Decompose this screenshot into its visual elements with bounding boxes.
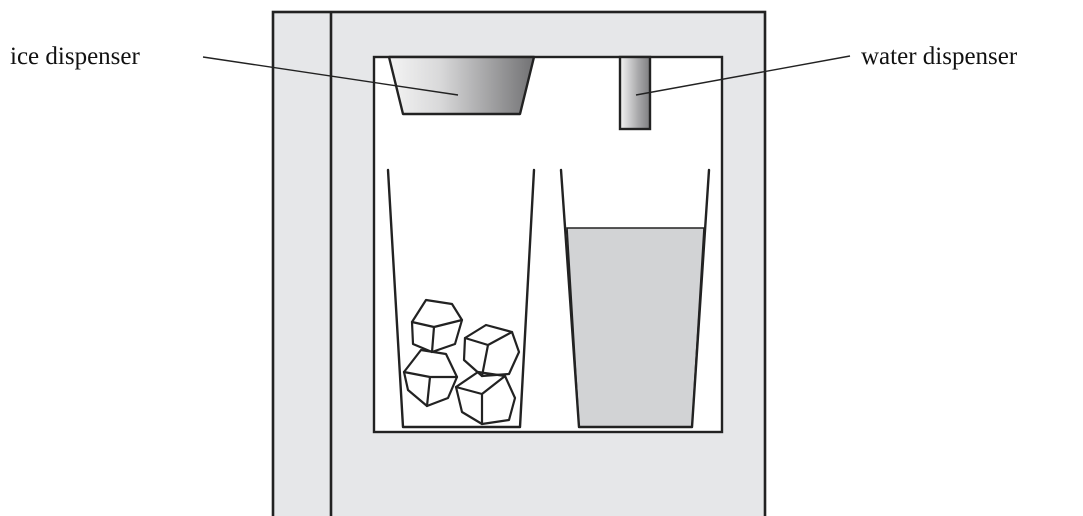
ice-dispenser-chute	[389, 57, 534, 114]
ice-dispenser-label: ice dispenser	[10, 43, 140, 70]
water-fill	[567, 228, 704, 427]
water-dispenser-label: water dispenser	[861, 43, 1018, 70]
